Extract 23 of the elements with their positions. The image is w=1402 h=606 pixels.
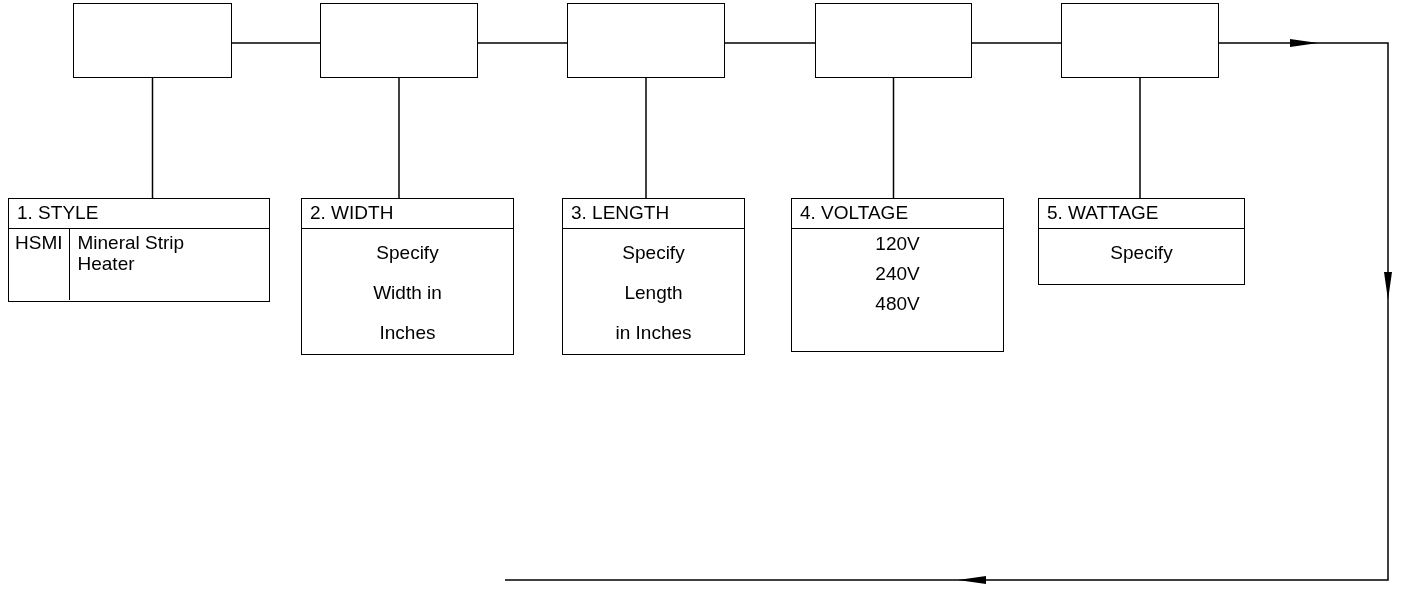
option-box bbox=[562, 198, 745, 355]
option-value: 120V bbox=[874, 232, 921, 256]
option-heading: 5. WATTAGE bbox=[1039, 199, 1244, 229]
option-box bbox=[301, 198, 514, 355]
option-heading: 1. STYLE bbox=[9, 199, 269, 229]
option-value: 480V bbox=[874, 292, 921, 316]
option-heading: 4. VOLTAGE bbox=[792, 199, 1003, 229]
code-box bbox=[1061, 3, 1219, 78]
code-box bbox=[320, 3, 478, 78]
option-box bbox=[8, 198, 270, 302]
option-code: HSMI bbox=[9, 229, 70, 300]
option-box bbox=[1038, 198, 1245, 285]
option-description: Mineral Strip Heater bbox=[76, 231, 186, 276]
code-box bbox=[815, 3, 972, 78]
option-heading: 3. LENGTH bbox=[563, 199, 744, 229]
option-value: Specify bbox=[1109, 241, 1174, 265]
code-box bbox=[567, 3, 725, 78]
code-box bbox=[73, 3, 232, 78]
option-value: Specify Length in Inches bbox=[614, 241, 693, 345]
option-value: Specify Width in Inches bbox=[372, 241, 443, 345]
option-heading: 2. WIDTH bbox=[302, 199, 513, 229]
option-box bbox=[791, 198, 1004, 352]
option-value: 240V bbox=[874, 262, 921, 286]
